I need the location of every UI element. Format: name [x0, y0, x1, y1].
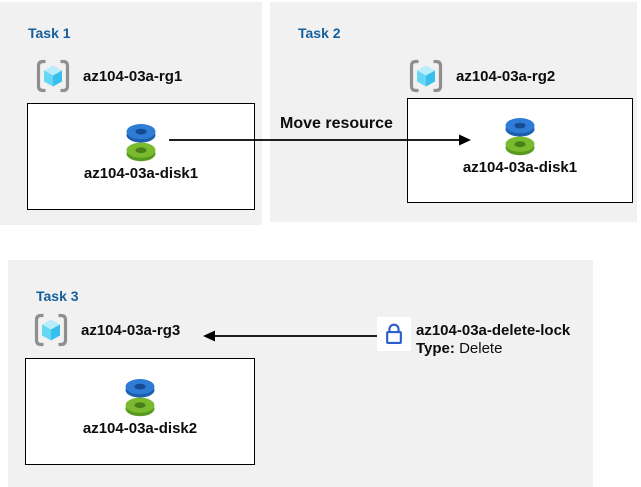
task2-title: Task 2: [298, 24, 341, 41]
task2-resource-group-label: az104-03a-rg2: [456, 67, 556, 85]
delete-lock-type: Type: Delete: [416, 340, 570, 358]
task1-title: Task 1: [28, 24, 71, 41]
delete-lock-icon: [377, 317, 411, 351]
delete-lock-text: az104-03a-delete-lock Type: Delete: [416, 317, 570, 358]
task3-resource-box: az104-03a-disk2: [25, 358, 255, 465]
task3-resource-group-label: az104-03a-rg3: [81, 321, 181, 339]
delete-lock-type-value: Delete: [459, 340, 503, 357]
task1-resource-box: az104-03a-disk1: [27, 103, 255, 210]
panel-task1: Task 1 az104-03a-rg1 az104-03a-disk1: [0, 2, 262, 225]
move-resource-label: Move resource: [280, 115, 393, 132]
task3-title: Task 3: [36, 287, 79, 304]
managed-disk-icon: [505, 117, 535, 155]
task3-resource-label: az104-03a-disk2: [82, 419, 198, 437]
delete-lock: az104-03a-delete-lock Type: Delete: [377, 317, 570, 358]
task2-resource-box: az104-03a-disk1: [407, 98, 633, 203]
resource-group-icon: [34, 313, 68, 347]
delete-lock-name: az104-03a-delete-lock: [416, 322, 571, 339]
task3-resource-group: az104-03a-rg3: [31, 310, 180, 350]
task2-resource-group: az104-03a-rg2: [406, 56, 555, 96]
task1-resource-label: az104-03a-disk1: [83, 164, 199, 182]
panel-task2: Task 2 az104-03a-rg2 az104-03a-disk1: [270, 2, 637, 222]
delete-lock-type-label: Type:: [416, 340, 455, 357]
managed-disk-icon: [125, 378, 155, 416]
task1-resource-group-label: az104-03a-rg1: [83, 67, 183, 85]
resource-group-icon: [409, 59, 443, 93]
managed-disk-icon: [126, 123, 156, 161]
task1-resource-group: az104-03a-rg1: [33, 56, 182, 96]
resource-group-icon: [36, 59, 70, 93]
task2-resource-label: az104-03a-disk1: [462, 158, 578, 176]
panel-task3: Task 3 az104-03a-rg3 az104-03a-disk2: [8, 260, 593, 487]
